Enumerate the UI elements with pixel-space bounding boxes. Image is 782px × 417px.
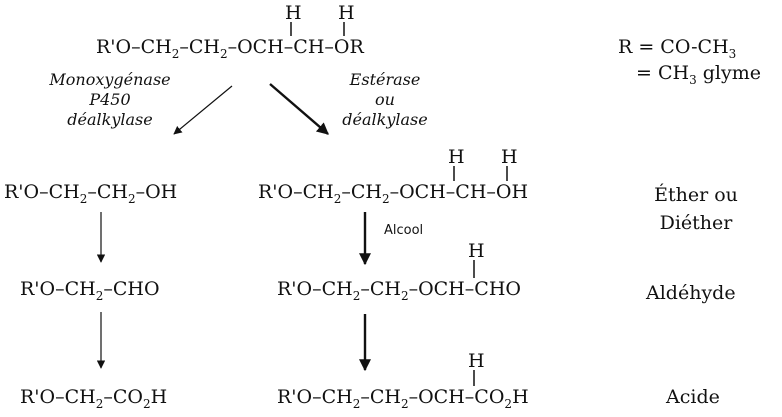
right-alcohol-h-label-2: H bbox=[501, 146, 518, 168]
right-aldehyde-formula: R'O–CH2–CH2–OCH–CHO bbox=[277, 278, 521, 303]
category-aldehyde: Aldéhyde bbox=[646, 282, 736, 304]
right-alcohol-formula: R'O–CH2–CH2–OCH–CH–OH bbox=[258, 181, 529, 206]
right-alcohol-h-label-1: H bbox=[448, 146, 465, 168]
right-acid-formula: R'O–CH2–CH2–OCH–CO2H bbox=[277, 386, 529, 411]
top-h-label-2: H bbox=[338, 2, 355, 24]
legend-r-definition: R = CO-CH3 bbox=[618, 36, 737, 61]
legend-glyme-definition: = CH3 glyme bbox=[636, 62, 761, 87]
category-acid: Acide bbox=[666, 386, 720, 408]
enzyme-label-left: Monoxygénase P450 déalkylase bbox=[49, 70, 171, 129]
left-alcohol-formula: R'O–CH2–CH2–OH bbox=[4, 181, 178, 206]
left-aldehyde-formula: R'O–CH2–CHO bbox=[20, 278, 160, 303]
top-compound-formula: R'O–CH2–CH2–OCH–CH–OR bbox=[96, 36, 364, 61]
top-h-label-1: H bbox=[285, 2, 302, 24]
enzyme-label-right: Estérase ou déalkylase bbox=[342, 70, 428, 129]
left-acid-formula: R'O–CH2–CO2H bbox=[20, 386, 168, 411]
right-aldehyde-h-label: H bbox=[468, 240, 485, 262]
category-ether: Éther ou Diéther bbox=[654, 184, 738, 234]
arrow-to-left-pathway bbox=[173, 85, 233, 135]
right-acid-h-label: H bbox=[468, 350, 485, 372]
alcohol-arrow-label: Alcool bbox=[384, 223, 424, 238]
arrow-to-right-pathway bbox=[269, 83, 329, 135]
